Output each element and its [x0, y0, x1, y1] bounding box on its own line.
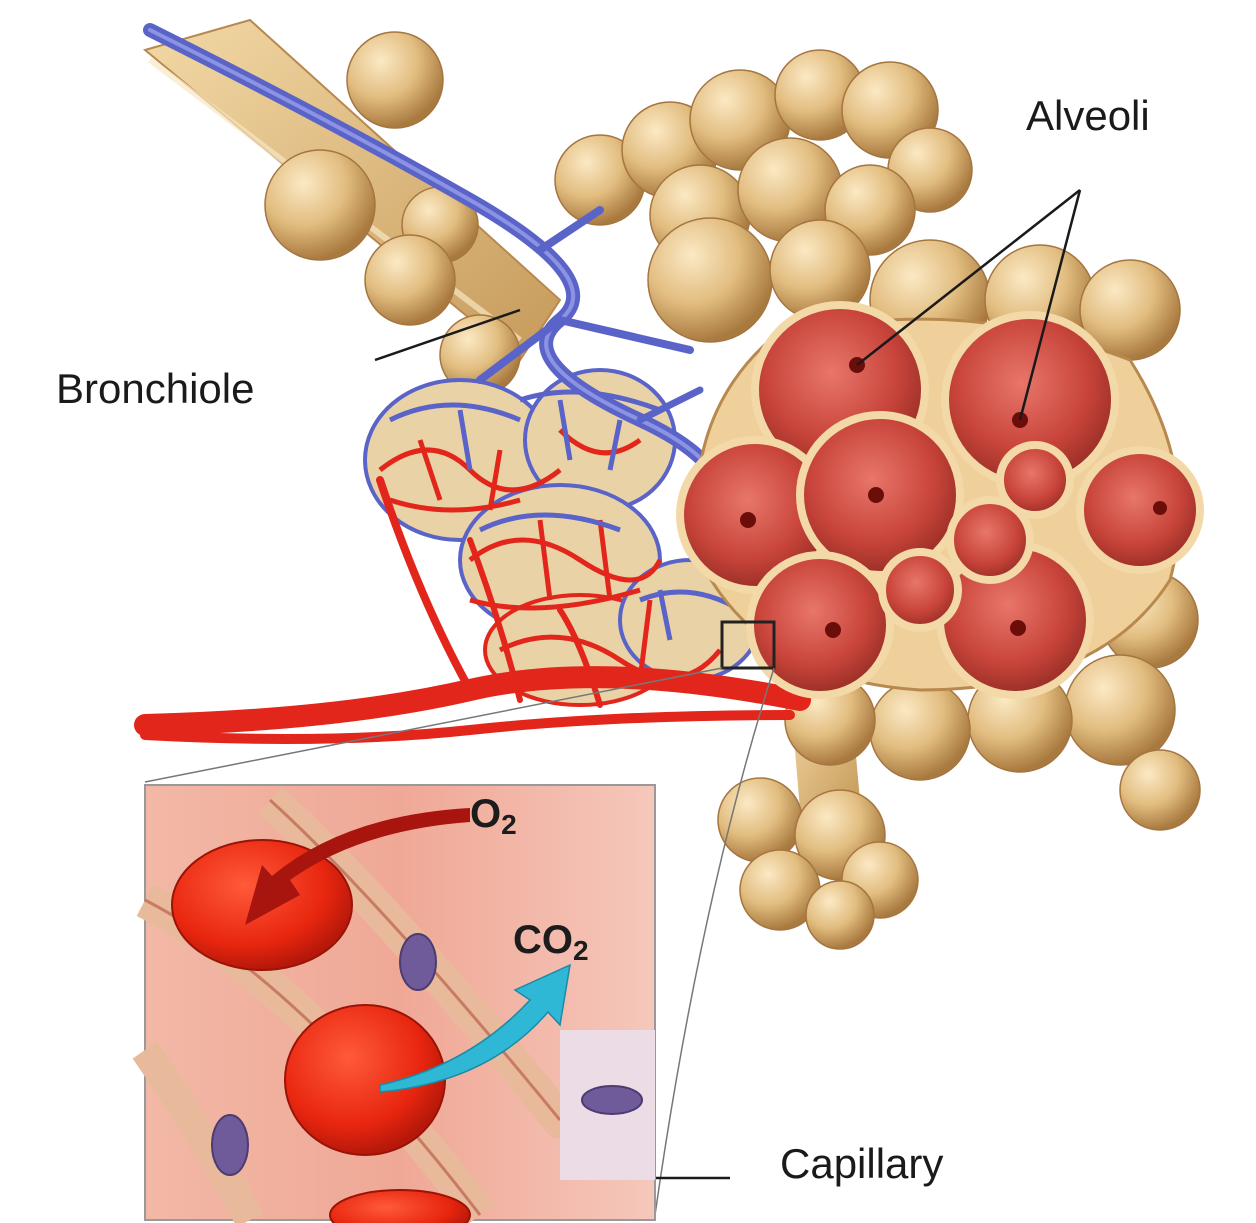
- carbon-dioxide-symbol: CO: [513, 918, 573, 962]
- oxygen-symbol: O: [470, 792, 501, 836]
- capillary-inset: [145, 785, 655, 1223]
- capillary-label: Capillary: [780, 1140, 943, 1188]
- bronchiole-label: Bronchiole: [56, 365, 254, 413]
- carbon-dioxide-subscript: 2: [573, 935, 589, 966]
- carbon-dioxide-label: CO2: [513, 918, 589, 967]
- alveoli-label: Alveoli: [1026, 92, 1150, 140]
- oxygen-subscript: 2: [501, 809, 517, 840]
- oxygen-label: O2: [470, 792, 517, 841]
